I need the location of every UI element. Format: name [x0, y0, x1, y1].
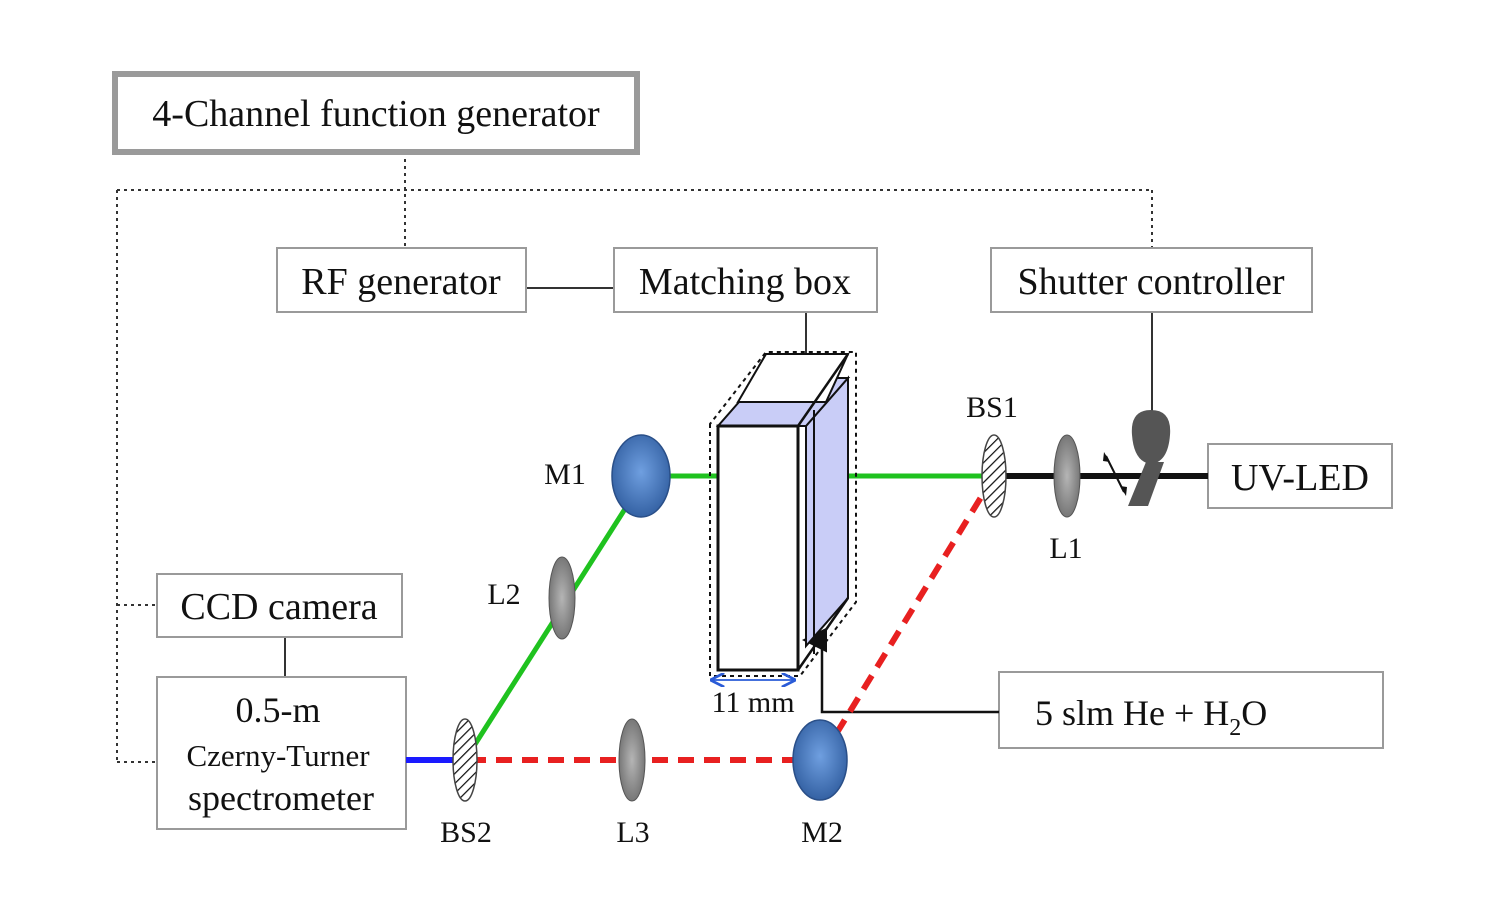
red-beam-bs1-m2 [827, 474, 997, 746]
function-generator-label: 4-Channel function generator [152, 93, 600, 135]
gas-flow-label: 5 slm He + H2O [1035, 693, 1267, 741]
gas-flow-end: O [1241, 693, 1267, 733]
rf-generator-box: RF generator [276, 247, 527, 313]
m2-label: M2 [801, 816, 843, 849]
m1-label: M1 [544, 458, 586, 491]
shutter [1103, 410, 1171, 506]
ccd-camera-label: CCD camera [180, 586, 377, 628]
bs1-label: BS1 [966, 391, 1018, 424]
gas-flow-box: 5 slm He + H2O [998, 671, 1384, 749]
l1-label: L1 [1049, 532, 1082, 565]
lens-l3 [618, 718, 646, 802]
spectrometer-box: 0.5-m Czerny-Turner spectrometer [156, 676, 407, 830]
uv-led-box: UV-LED [1207, 443, 1393, 509]
shutter-controller-box: Shutter controller [990, 247, 1313, 313]
matching-box: Matching box [613, 247, 878, 313]
gas-flow-main: 5 slm He + H [1035, 693, 1229, 733]
mirror-m2 [792, 719, 848, 801]
signal-wiring [284, 287, 1153, 677]
trigger-wiring [116, 152, 1153, 763]
matching-box-label: Matching box [639, 261, 851, 303]
cell-dimension-label: 11 mm [711, 686, 794, 719]
lens-l2 [548, 556, 576, 640]
plasma-cell: 11 mm [709, 351, 857, 719]
l3-label: L3 [616, 816, 649, 849]
shutter-controller-label: Shutter controller [1018, 261, 1285, 303]
ccd-camera-box: CCD camera [156, 573, 403, 638]
spectrometer-label: spectrometer [188, 778, 374, 818]
uv-led-label: UV-LED [1231, 457, 1369, 499]
lens-l1 [1053, 434, 1081, 518]
rf-generator-label: RF generator [301, 261, 501, 303]
beam-splitter-bs1 [981, 434, 1007, 518]
spectrometer-type-label: Czerny-Turner [186, 738, 370, 773]
shutter-motion-arrow [1105, 455, 1125, 493]
function-generator-box: 4-Channel function generator [112, 71, 640, 155]
gas-flow-subscript: 2 [1229, 715, 1241, 741]
bs2-label: BS2 [440, 816, 492, 849]
l2-label: L2 [487, 578, 520, 611]
beam-splitter-bs2 [452, 718, 478, 802]
mirror-m1 [611, 434, 671, 518]
gas-feed-line [802, 627, 999, 714]
spectrometer-size-label: 0.5-m [236, 690, 321, 730]
